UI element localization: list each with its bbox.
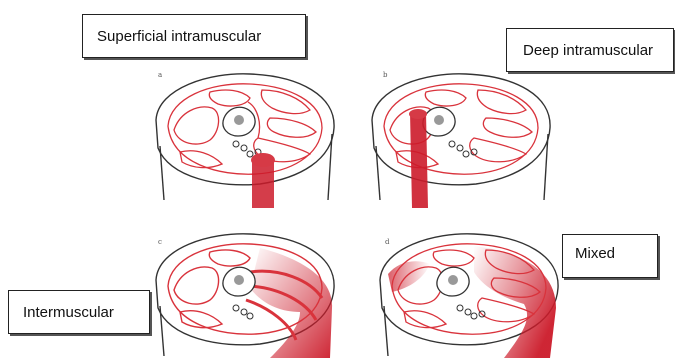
- thigh-cross-section-c: [150, 228, 340, 358]
- thigh-cross-section-b: [366, 68, 556, 208]
- superficial-hematoma: [251, 153, 275, 208]
- blood-vessels: [457, 305, 485, 319]
- blood-vessels: [449, 141, 477, 157]
- femur-bone: [437, 267, 469, 296]
- mixed-bleed-lateral: [474, 246, 556, 358]
- label-deep-intramuscular: Deep intramuscular: [506, 28, 674, 72]
- deep-hematoma: [409, 109, 428, 208]
- label-intermuscular: Intermuscular: [8, 290, 150, 334]
- label-intermuscular-text: Intermuscular: [23, 304, 114, 321]
- thigh-cross-section-a: [150, 68, 340, 208]
- leg-outline: [372, 74, 550, 200]
- femur-bone: [223, 267, 255, 296]
- femur-bone: [223, 107, 255, 136]
- label-superficial-intramuscular: Superficial intramuscular: [82, 14, 306, 58]
- thigh-cross-section-d: [374, 228, 564, 358]
- label-mixed: Mixed: [562, 234, 658, 278]
- muscle-compartments: [384, 84, 538, 174]
- label-superficial-text: Superficial intramuscular: [97, 28, 261, 45]
- label-mixed-text: Mixed: [575, 245, 615, 262]
- label-deep-text: Deep intramuscular: [523, 42, 653, 59]
- leg-outline: [156, 74, 334, 200]
- intermuscular-bleed: [250, 248, 332, 358]
- femur-bone: [423, 107, 455, 136]
- blood-vessels: [233, 305, 253, 319]
